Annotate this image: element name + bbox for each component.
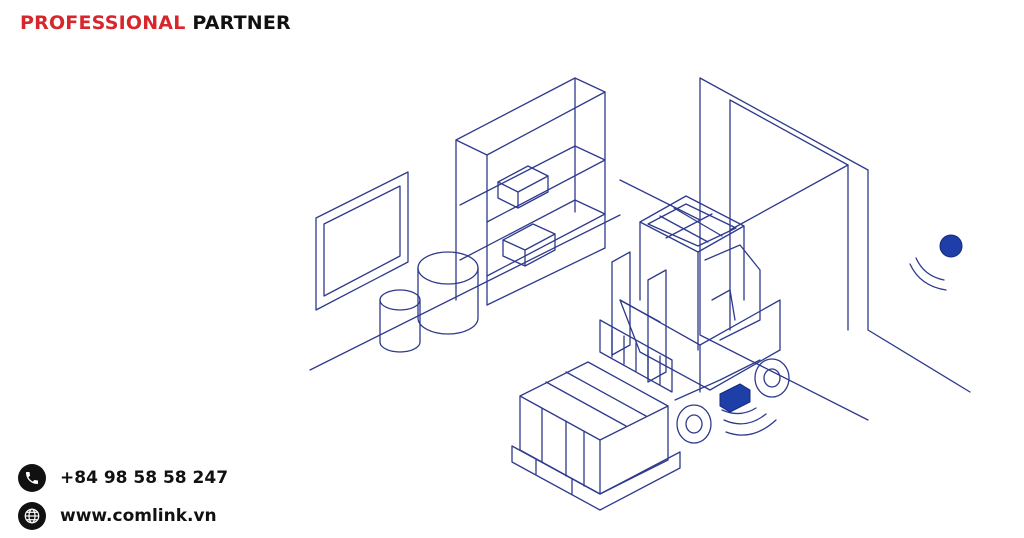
- phone-number: +84 98 58 58 247: [60, 468, 229, 488]
- pallet-crate: [511, 361, 681, 511]
- warehouse-walls: [309, 77, 971, 421]
- signal-waves: [721, 257, 947, 436]
- globe-icon: [18, 502, 46, 530]
- wall-window: [315, 171, 409, 311]
- phone-icon: [18, 464, 46, 492]
- forklift: [599, 195, 790, 444]
- website-contact: www.comlink.vn: [18, 502, 217, 530]
- brand-title: PROFESSIONAL PARTNER: [20, 12, 291, 34]
- website-url[interactable]: www.comlink.vn: [60, 506, 217, 526]
- brand-dark-text: PARTNER: [192, 12, 291, 34]
- phone-contact: +84 98 58 58 247: [18, 464, 228, 492]
- forklift-sensor: [719, 383, 751, 413]
- brand-accent-text: PROFESSIONAL: [20, 12, 186, 34]
- barrels: [379, 251, 479, 353]
- wall-beacon-sensor: [939, 234, 963, 258]
- shelf-unit: [455, 77, 606, 306]
